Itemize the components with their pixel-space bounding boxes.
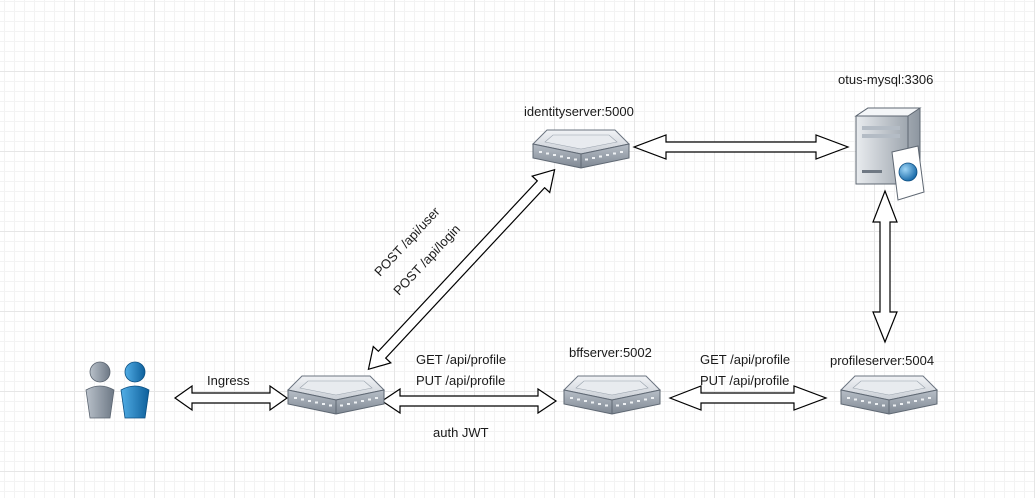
user-blue-icon [120,361,150,419]
edge-label-ingress: Ingress [207,373,250,388]
ingress-server-icon[interactable] [287,375,385,415]
arrow-identity-mysql[interactable] [632,134,850,160]
edge-label-get-profile-2: GET /api/profile [700,352,790,367]
server-icon [840,375,938,415]
bffserver-label: bffserver:5002 [569,345,652,360]
arrow-ingress-identity[interactable] [360,161,564,377]
identityserver-node[interactable]: identityserver:5000 [524,104,634,169]
bffserver-node[interactable]: bffserver:5002 [563,345,661,415]
database-card-icon [891,145,925,201]
mysql-label: otus-mysql:3306 [838,72,933,87]
server-icon [563,375,661,415]
arrow-mysql-profile[interactable] [872,189,898,344]
identityserver-label: identityserver:5000 [524,104,634,119]
profileserver-node[interactable]: profileserver:5004 [830,353,938,415]
arrow-bff-profile[interactable] [668,385,828,411]
edge-label-put-profile-1: PUT /api/profile [416,373,505,388]
server-icon [532,129,630,169]
mysql-node[interactable]: otus-mysql:3306 [838,72,933,201]
user-gray-icon [85,361,115,419]
users-icon[interactable] [85,361,150,419]
edge-label-auth-jwt: auth JWT [433,425,489,440]
edge-label-put-profile-2: PUT /api/profile [700,373,789,388]
profileserver-label: profileserver:5004 [830,353,934,368]
edge-label-get-profile-1: GET /api/profile [416,352,506,367]
arrow-users-ingress[interactable] [173,384,289,412]
database-server-icon [854,107,925,201]
arrow-ingress-bff[interactable] [380,387,558,415]
